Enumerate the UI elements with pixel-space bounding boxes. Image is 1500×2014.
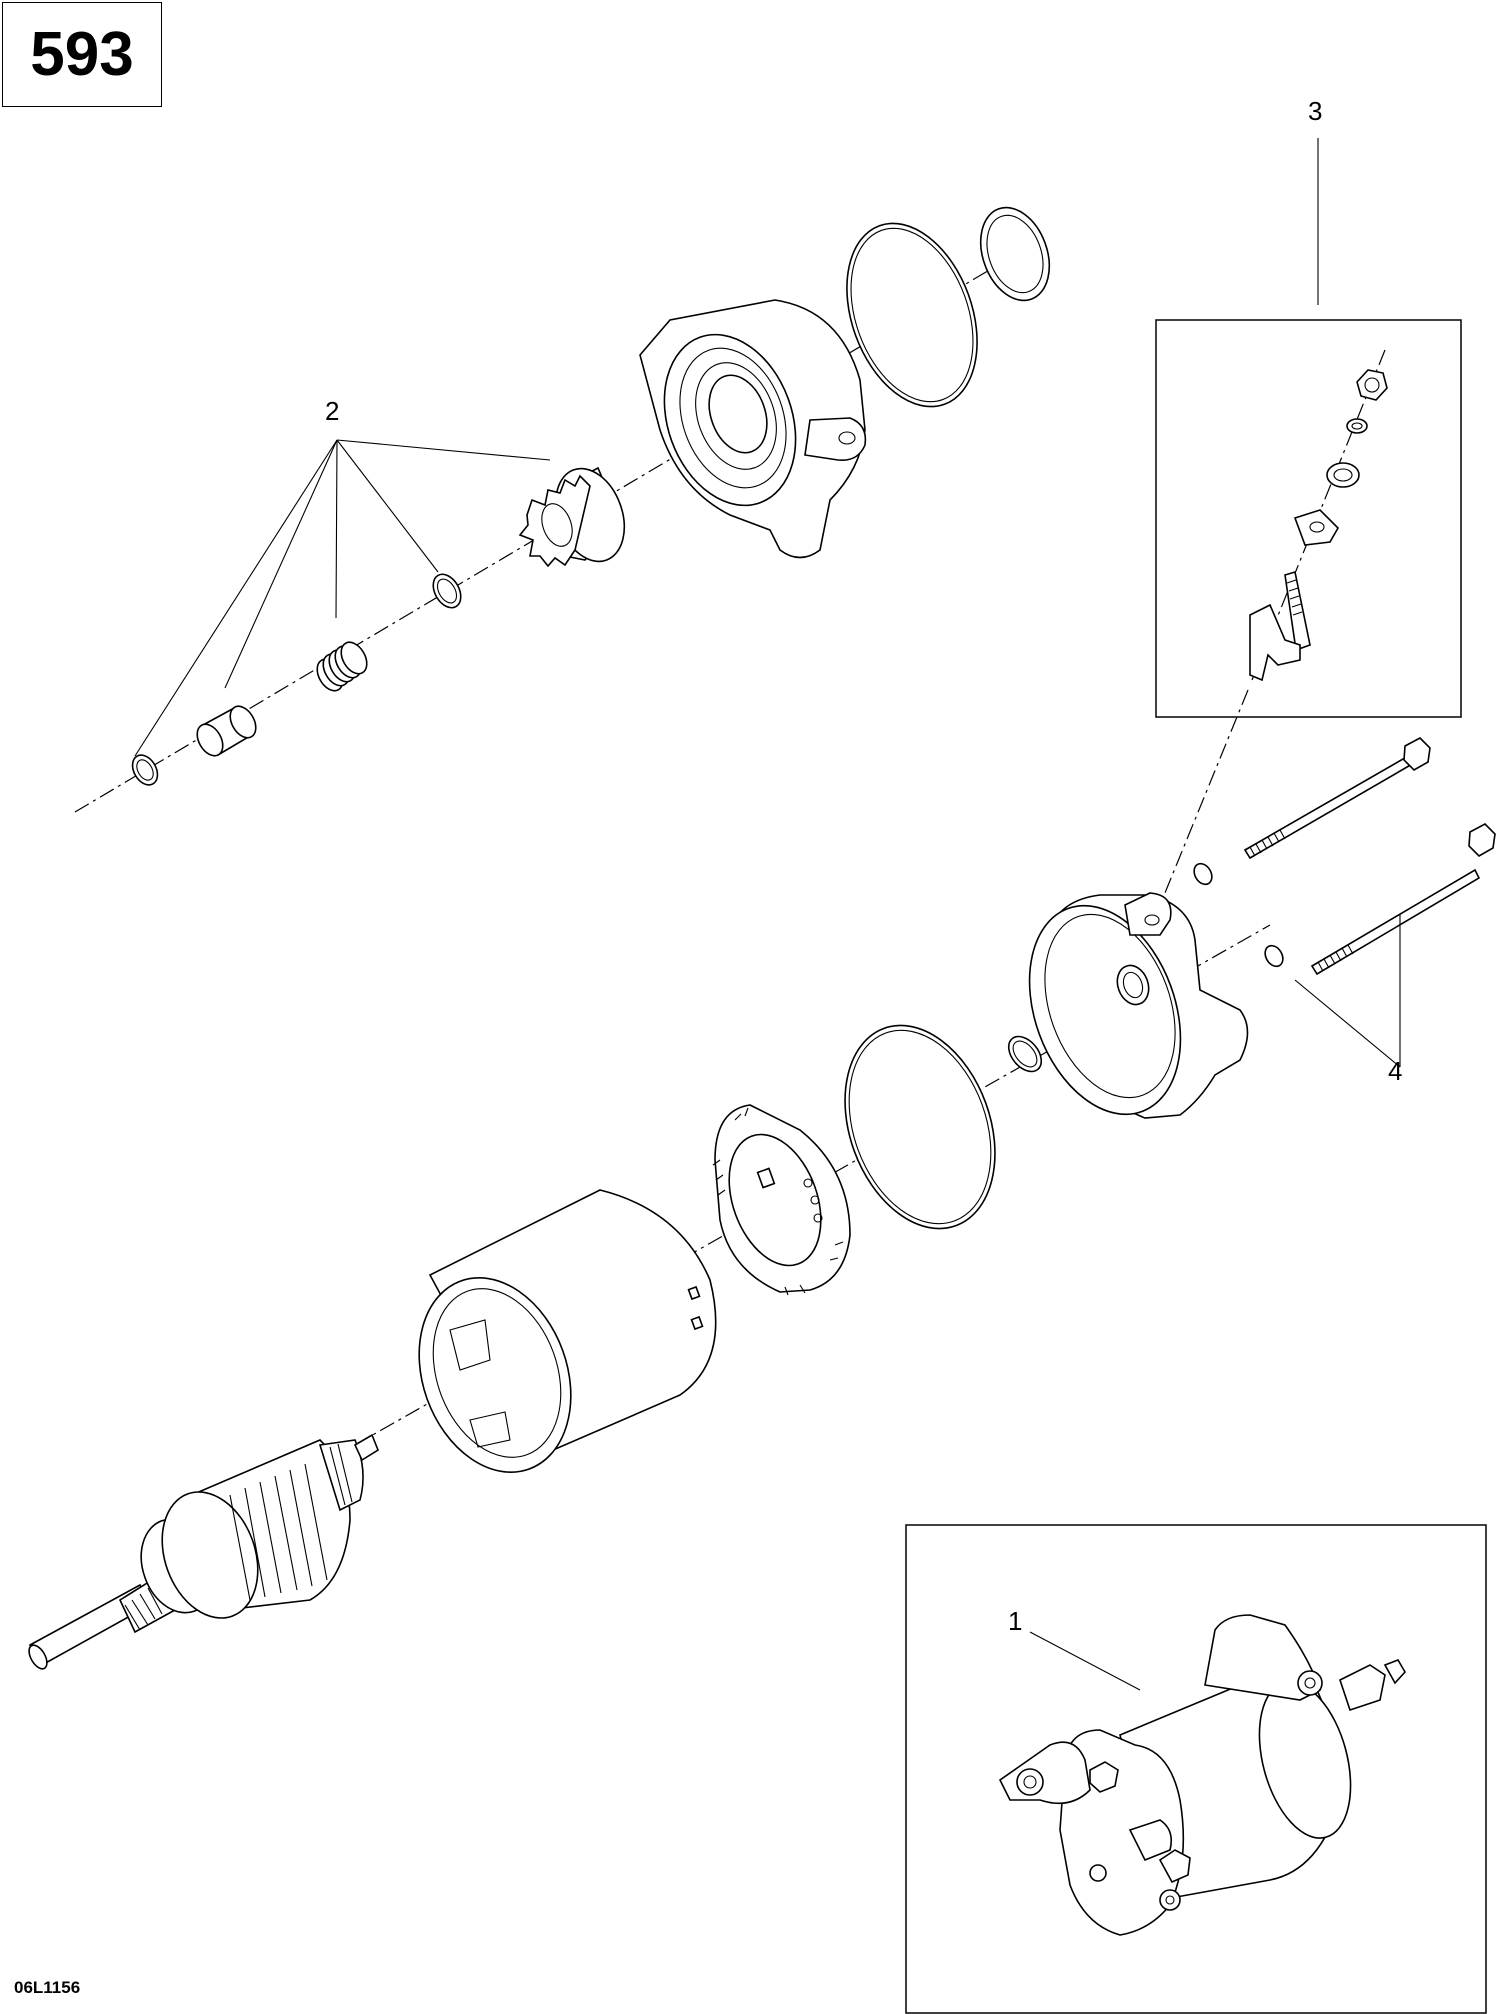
armature-part xyxy=(28,1433,379,1670)
large-o-ring-inner xyxy=(850,227,974,403)
complete-starter-part xyxy=(998,1614,1406,1936)
callout-2-label: 2 xyxy=(325,396,339,426)
drive-end-housing-part xyxy=(639,299,867,559)
page-number-badge: 593 xyxy=(2,2,162,107)
through-bolt-washer-upper-part xyxy=(1193,862,1213,886)
page-number: 593 xyxy=(30,20,134,89)
terminal-insulator-part xyxy=(1293,509,1339,546)
yoke-frame-part xyxy=(418,1189,717,1473)
through-bolt-washer-lower-part xyxy=(1264,944,1284,968)
washer-part xyxy=(432,573,462,609)
brush-plate-part xyxy=(712,1104,851,1296)
drive-pinion-part xyxy=(518,466,626,568)
callout-2-leaders xyxy=(134,439,551,757)
figure-code: 06L1156 xyxy=(14,1978,80,1997)
terminal-nut-part xyxy=(1356,369,1388,401)
frame-o-ring-part xyxy=(844,1024,996,1230)
terminal-flat-washer-part xyxy=(1326,462,1360,488)
small-o-ring-part xyxy=(979,206,1051,302)
inset-3-connector xyxy=(1157,689,1249,911)
terminal-hardware-inset-box xyxy=(1155,319,1462,718)
terminal-bolt-part xyxy=(1249,570,1311,682)
through-bolt-lower-part xyxy=(1310,823,1496,976)
commutator-end-housing-part xyxy=(1028,892,1249,1119)
small-o-ring-inner xyxy=(986,214,1044,294)
stop-collar-part xyxy=(196,705,257,757)
spring-part xyxy=(316,641,368,692)
retaining-ring-part xyxy=(131,754,159,786)
terminal-lock-washer-part xyxy=(1346,418,1368,434)
callout-1-label: 1 xyxy=(1008,1606,1022,1636)
callout-4-leader-lower xyxy=(1294,979,1401,1068)
complete-starter-inset-box xyxy=(905,1524,1487,2014)
through-bolt-upper-part xyxy=(1243,737,1431,860)
frame-o-ring-inner xyxy=(848,1029,992,1225)
large-o-ring-part xyxy=(846,222,978,408)
callout-1-leader xyxy=(1029,1631,1141,1691)
commutator-o-ring-small-part xyxy=(1007,1035,1043,1073)
callout-4-label: 4 xyxy=(1388,1056,1402,1086)
callout-3-label: 3 xyxy=(1308,96,1322,126)
